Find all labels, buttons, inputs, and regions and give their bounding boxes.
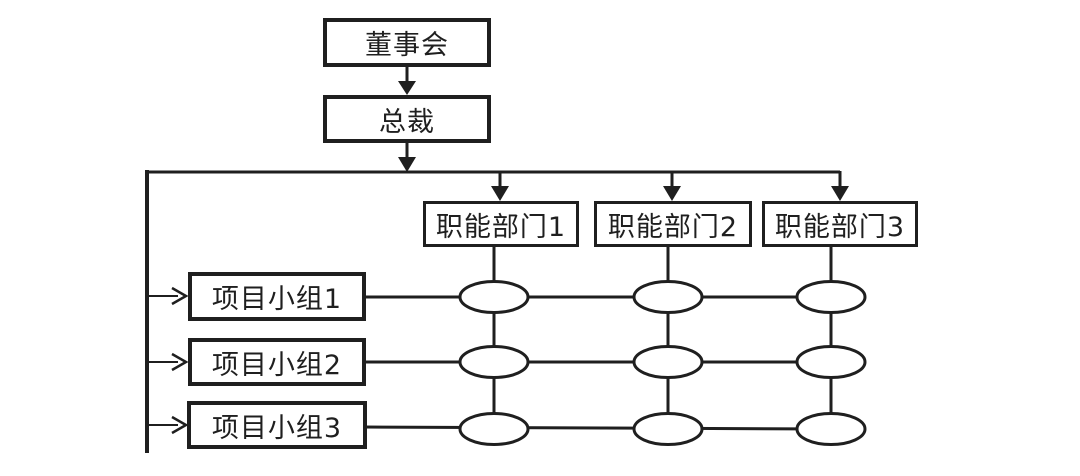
node-president: 总裁: [323, 95, 491, 143]
node-board-label: 董事会: [365, 30, 449, 61]
matrix-ellipse: [795, 345, 867, 379]
node-president-label: 总裁: [379, 106, 435, 138]
node-team-1: 项目小组1: [188, 272, 366, 321]
matrix-ellipse: [632, 345, 704, 379]
arrowhead-down-icon: [831, 186, 849, 201]
chevron-right-icon: [171, 286, 189, 306]
node-dept-1-label: 职能部门1: [435, 211, 567, 243]
arrowhead-down-icon: [398, 157, 416, 172]
arrowhead-down-icon: [398, 81, 416, 95]
matrix-ellipse: [458, 412, 530, 446]
node-team-2: 项目小组2: [188, 338, 366, 386]
matrix-ellipse: [458, 345, 530, 379]
node-team-3: 项目小组3: [187, 401, 367, 449]
matrix-ellipse: [795, 412, 867, 446]
node-dept-2-label: 职能部门2: [607, 211, 739, 243]
matrix-ellipse: [458, 280, 530, 314]
node-team-1-label: 项目小组1: [211, 284, 343, 315]
matrix-ellipse: [632, 280, 704, 314]
arrowhead-down-icon: [491, 186, 509, 201]
matrix-ellipse: [795, 280, 867, 314]
node-team-3-label: 项目小组3: [211, 412, 343, 444]
node-board: 董事会: [323, 18, 491, 67]
matrix-ellipse: [632, 412, 704, 446]
node-dept-2: 职能部门2: [594, 201, 752, 247]
node-dept-3: 职能部门3: [762, 201, 918, 247]
node-team-2-label: 项目小组2: [211, 349, 343, 381]
node-dept-1: 职能部门1: [423, 201, 579, 247]
chevron-right-icon: [171, 415, 189, 435]
chevron-right-icon: [171, 352, 189, 372]
node-dept-3-label: 职能部门3: [774, 211, 906, 243]
matrix-row-line-3: [363, 425, 832, 431]
arrowhead-down-icon: [663, 186, 681, 201]
